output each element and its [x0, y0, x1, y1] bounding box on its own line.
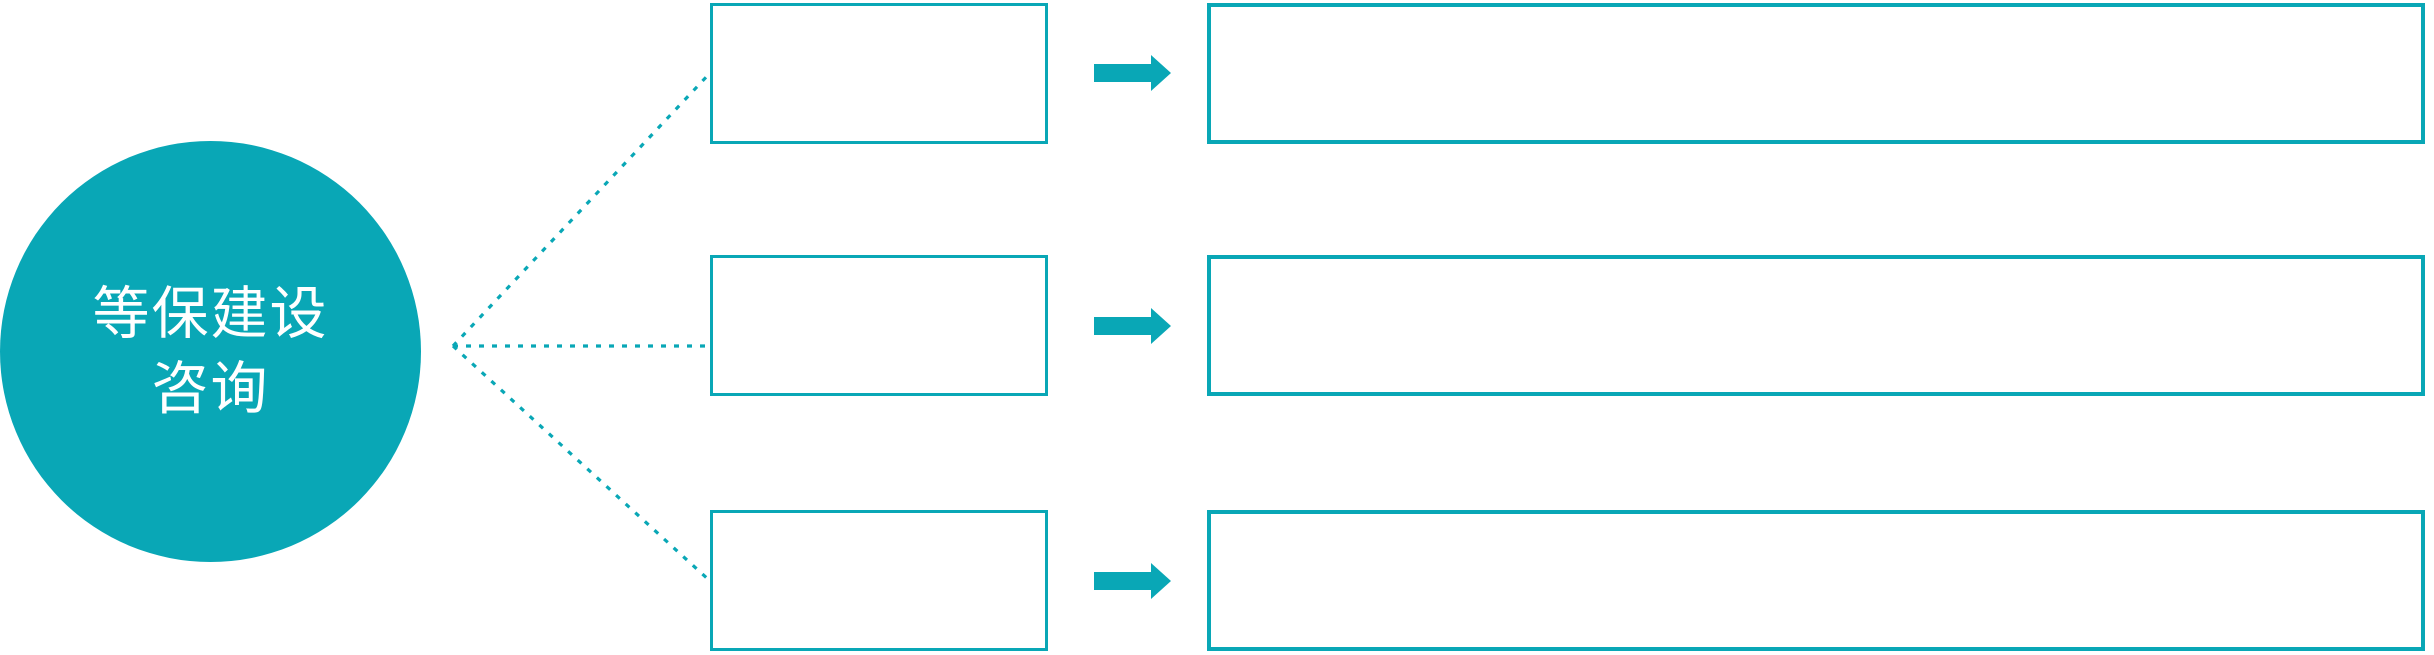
step-box-1: [710, 3, 1048, 144]
step-box-2: [710, 255, 1048, 396]
detail-panel-1: [1207, 3, 2425, 144]
arrow-right-icon: [1094, 308, 1171, 344]
detail-panel-3: [1207, 510, 2425, 651]
arrow-right-icon: [1094, 563, 1171, 599]
arrow-right-icon: [1094, 55, 1171, 91]
detail-panel-2: [1207, 255, 2425, 396]
step-box-3: [710, 510, 1048, 651]
connector-line-top: [451, 71, 712, 348]
root-node-label-line1: 等保建设: [92, 281, 329, 346]
root-node-label-line2: 咨询: [151, 356, 270, 421]
connector-line-bottom: [451, 344, 712, 583]
root-node-label: 等保建设 咨询: [93, 277, 329, 427]
root-node-circle: 等保建设 咨询: [0, 141, 421, 562]
